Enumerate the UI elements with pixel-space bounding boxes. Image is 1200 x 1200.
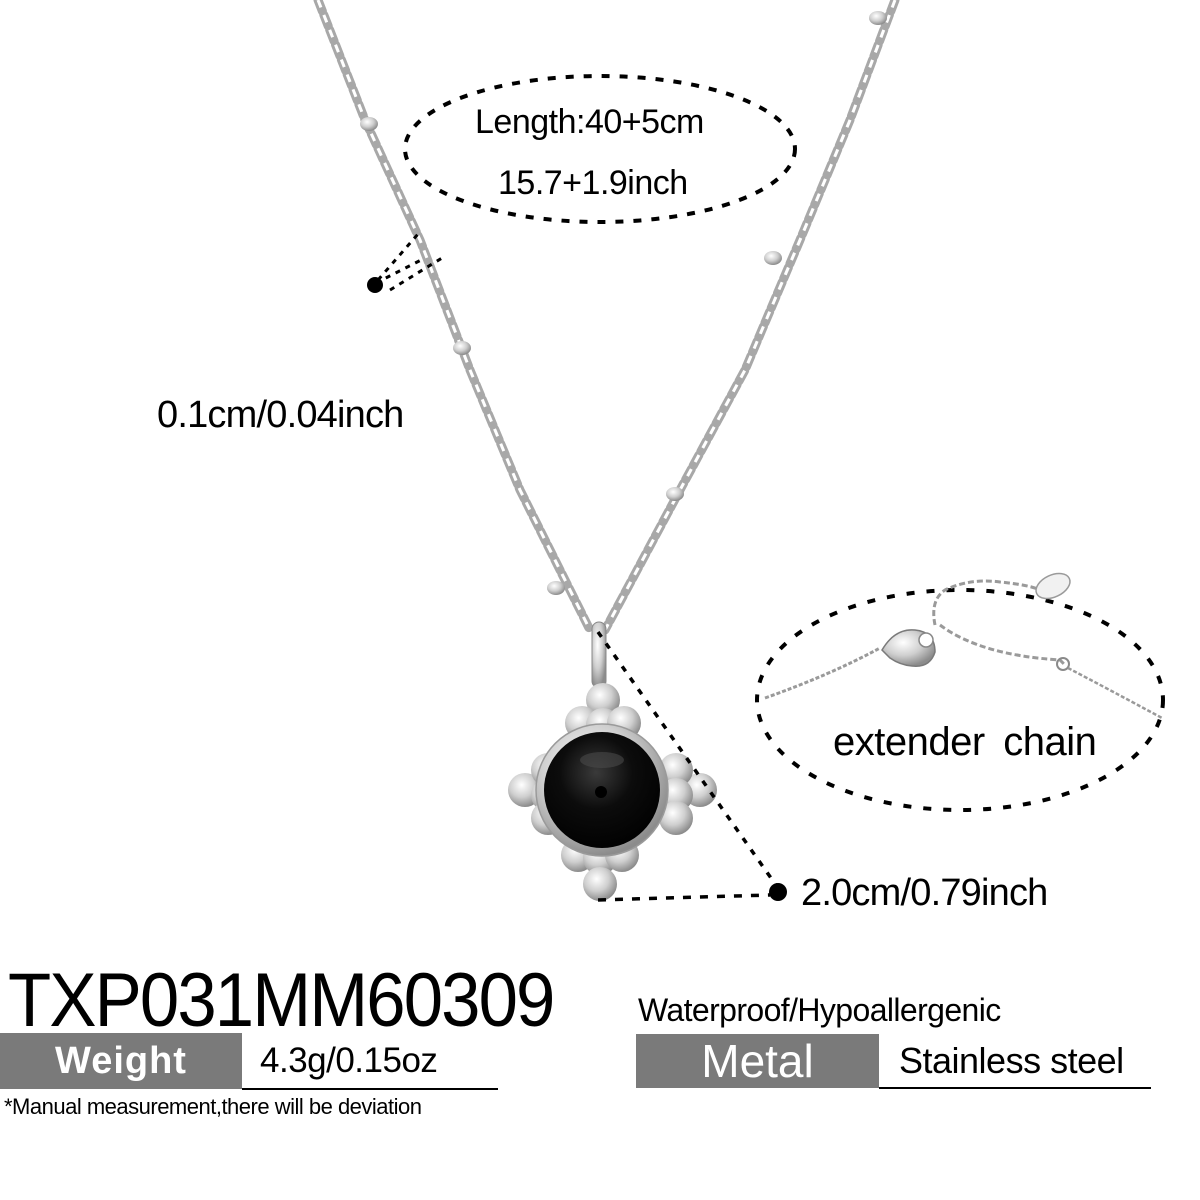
metal-value: Stainless steel [899, 1039, 1124, 1081]
extender-chain-label: extender chain [833, 720, 1097, 764]
weight-value-cell: 4.3g/0.15oz [242, 1033, 498, 1090]
length-inch-text: 15.7+1.9inch [498, 164, 688, 202]
pendant-size-callout [596, 630, 787, 902]
metal-value-cell: Stainless steel [879, 1034, 1151, 1089]
thickness-callout [367, 233, 443, 293]
pendant [508, 621, 717, 901]
chain-thickness-text: 0.1cm/0.04inch [157, 394, 404, 436]
chain-left [313, 0, 595, 635]
weight-label: Weight [0, 1033, 242, 1089]
length-callout-ellipse [403, 74, 797, 224]
pendant-size-text: 2.0cm/0.79inch [801, 872, 1048, 914]
product-sku: TXP031MM60309 [8, 958, 555, 1043]
metal-label: Metal [636, 1034, 879, 1088]
length-cm-text: Length:40+5cm [475, 103, 704, 141]
product-features: Waterproof/Hypoallergenic [638, 992, 1001, 1028]
extender-callout [755, 572, 1165, 812]
measurement-note: *Manual measurement,there will be deviat… [4, 1094, 422, 1119]
chain-right [600, 0, 900, 635]
weight-value: 4.3g/0.15oz [260, 1041, 438, 1080]
